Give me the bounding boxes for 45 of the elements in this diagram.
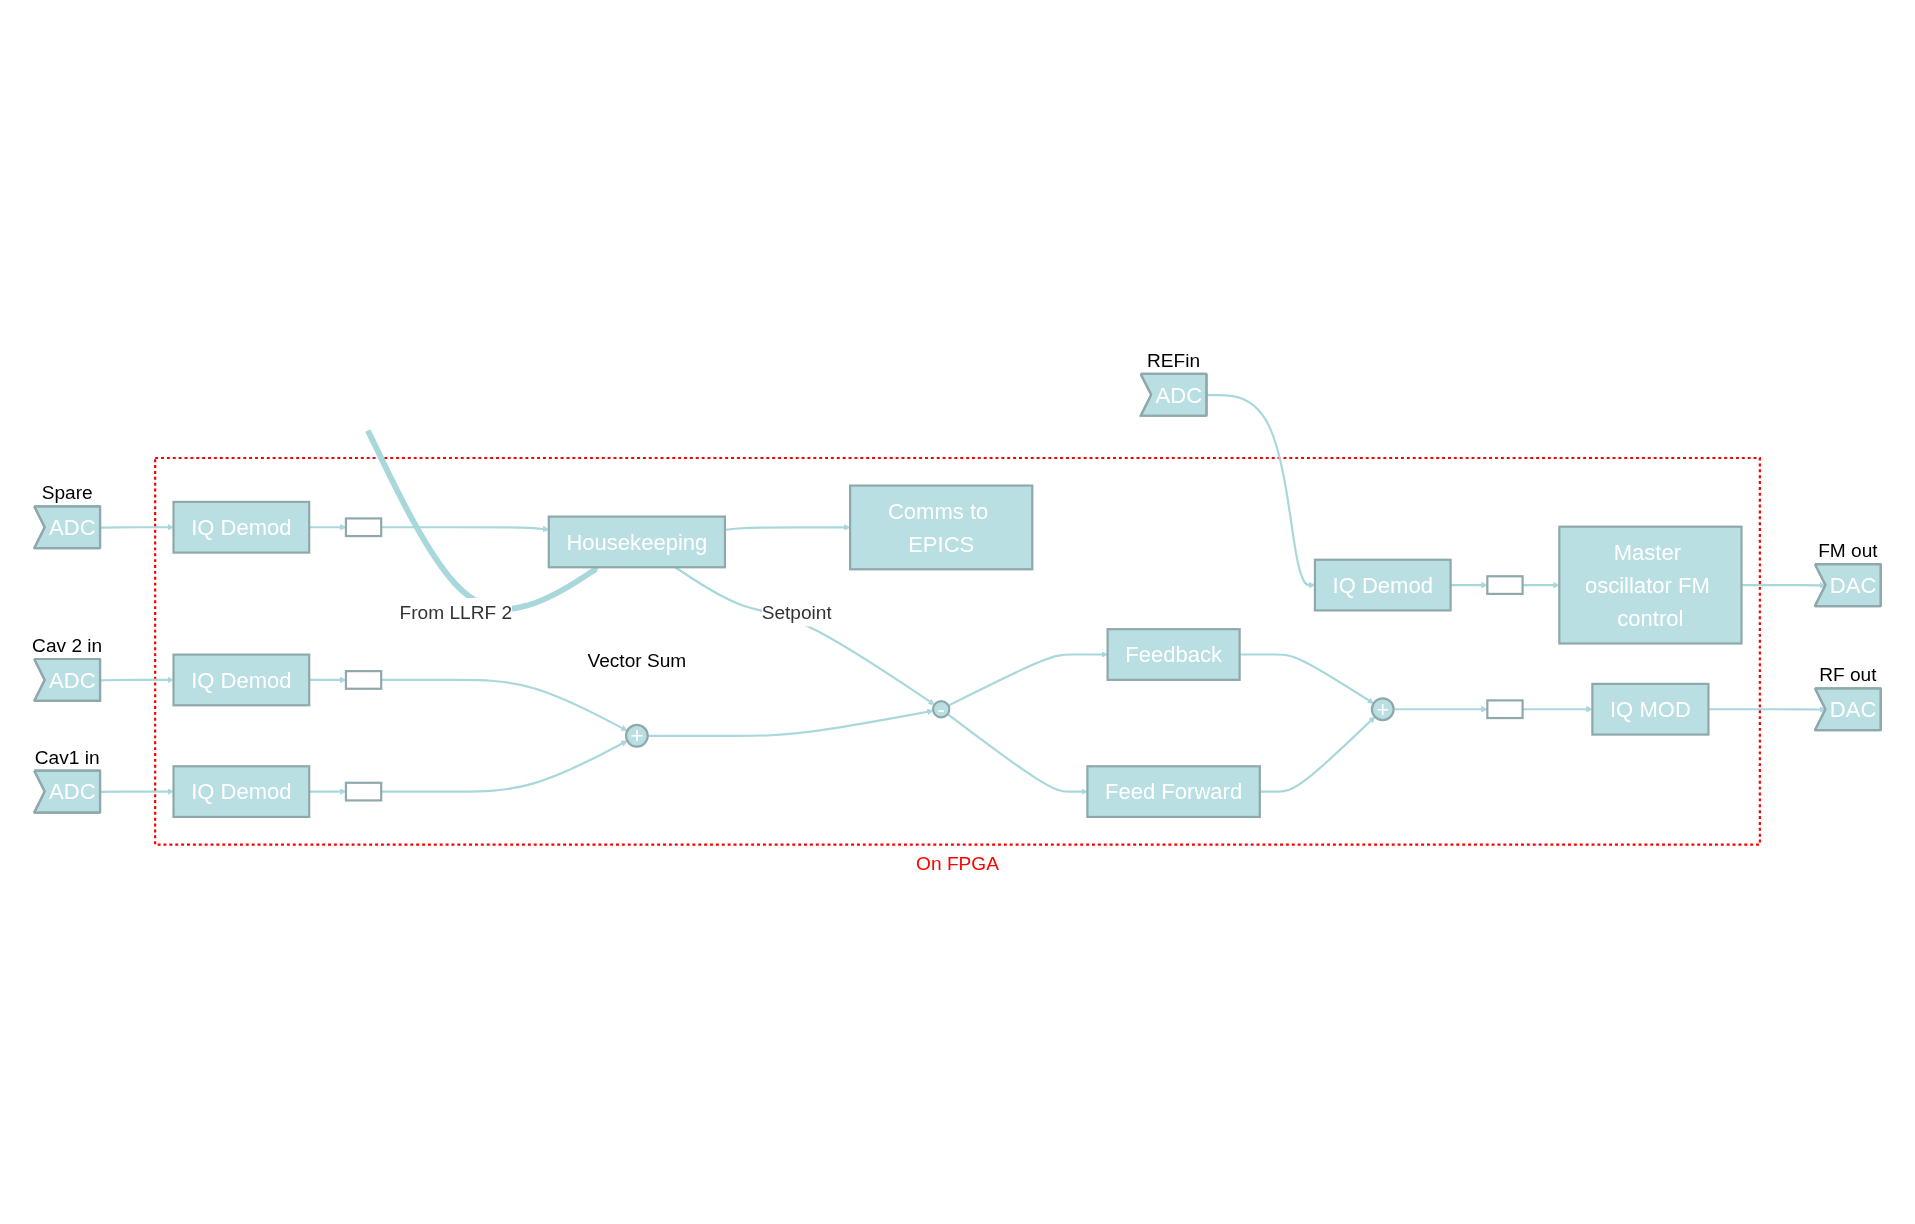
node-box: IQ Demod xyxy=(172,653,311,707)
node-box: Master oscillator FM control xyxy=(1558,525,1743,645)
arrow xyxy=(1259,716,1376,793)
node-circle: + xyxy=(1370,697,1395,722)
node-label: Cav 2 in xyxy=(32,634,103,657)
node-box xyxy=(344,670,383,690)
arrow xyxy=(1393,706,1488,713)
arrow xyxy=(100,788,174,795)
cluster xyxy=(154,456,1761,846)
arrow xyxy=(381,678,628,732)
node-box: IQ Demod xyxy=(172,765,311,819)
arrow xyxy=(724,524,851,532)
arrow xyxy=(1450,581,1488,589)
arrow xyxy=(100,676,174,684)
node-box xyxy=(1486,575,1524,595)
node-box xyxy=(344,781,383,802)
arrow xyxy=(647,708,934,737)
arrow xyxy=(1239,653,1374,704)
edge-label: Setpoint xyxy=(761,600,832,623)
node-label: RF out xyxy=(1819,663,1877,686)
node-box xyxy=(1486,699,1524,720)
arrow xyxy=(381,740,628,793)
arrow xyxy=(1522,706,1593,713)
arrow xyxy=(1522,581,1560,589)
arrow xyxy=(365,429,599,612)
node-label: Vector Sum xyxy=(587,649,687,672)
arrow xyxy=(947,713,1088,795)
node-box: IQ MOD xyxy=(1591,682,1710,736)
edge-label: From LLRF 2 xyxy=(399,600,513,623)
node-box: Housekeeping xyxy=(547,515,727,569)
node-box: Feedback xyxy=(1106,628,1241,681)
node-circle: - xyxy=(932,700,951,719)
node-label: REFin xyxy=(1147,349,1201,372)
node-box: IQ Demod xyxy=(1313,558,1452,612)
node-label: FM out xyxy=(1818,539,1878,562)
node-box xyxy=(344,517,383,538)
node-box: Feed Forward xyxy=(1086,765,1261,819)
arrow xyxy=(947,651,1108,707)
node-label: Cav1 in xyxy=(34,746,100,769)
node-label: On FPGA xyxy=(916,851,999,874)
arrow xyxy=(100,524,174,531)
node-box: IQ Demod xyxy=(172,500,311,554)
node-circle: + xyxy=(624,723,649,748)
node-label: Spare xyxy=(41,481,93,504)
node-box: Comms to EPICS xyxy=(849,484,1034,571)
